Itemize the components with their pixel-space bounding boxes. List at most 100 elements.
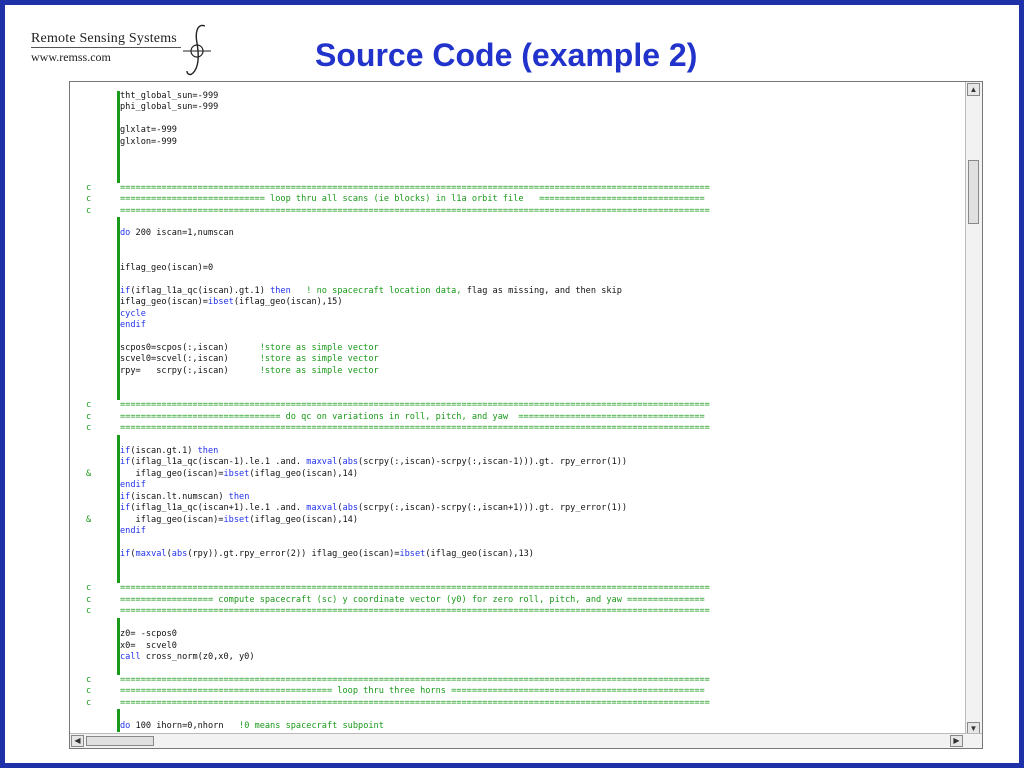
code-line: cycle: [70, 309, 146, 320]
line-text: iflag_geo(iscan)=ibset(iflag_geo(iscan),…: [120, 468, 359, 480]
code-keyword: if: [120, 491, 131, 502]
code-line: c=======================================…: [70, 423, 710, 434]
code-line: [70, 709, 102, 720]
code-comment: ========================================…: [120, 182, 710, 193]
line-marker: c: [86, 182, 92, 193]
code-comment: ========================================…: [120, 583, 710, 594]
slide-title: Source Code (example 2): [315, 37, 698, 73]
code-token: glxlat=-999: [120, 125, 177, 136]
code-keyword: endif: [120, 526, 146, 537]
code-line: if(iflag_l1a_qc(iscan).gt.1) then ! no s…: [70, 286, 622, 297]
line-marker: c: [86, 194, 92, 205]
code-line: c=============================== do qc o…: [70, 412, 705, 423]
code-token: (iflag_l1a_qc(iscan-1).le.1 .and.: [130, 457, 307, 468]
code-line: [70, 572, 102, 583]
code-keyword: ibset: [223, 468, 250, 479]
line-text: rpy= scrpy(:,iscan) !store as simple vec…: [120, 366, 379, 377]
code-line: [70, 618, 102, 629]
code-comment: ========================================…: [120, 423, 710, 434]
code-block-bar: [117, 709, 120, 733]
code-comment: ============================ loop thru a…: [120, 194, 705, 205]
line-text: ========================================…: [120, 698, 710, 709]
code-token: (iflag_geo(iscan),14): [249, 468, 359, 479]
scroll-up-button[interactable]: ▲: [967, 83, 980, 96]
vertical-scrollbar[interactable]: ▲ ▼: [965, 82, 982, 736]
code-keyword: then: [197, 445, 219, 456]
code-block-bar: [117, 617, 120, 675]
line-text: ========================================…: [120, 675, 710, 686]
code-line: if(iflag_l1a_qc(iscan-1).le.1 .and. maxv…: [70, 457, 627, 468]
line-text: ========================================…: [120, 583, 710, 594]
code-comment: !store as simple vector: [259, 365, 379, 376]
code-keyword: abs: [342, 457, 359, 468]
code-line: tht_global_sun=-999: [70, 91, 218, 102]
scroll-left-button[interactable]: ◀: [71, 735, 84, 747]
code-keyword: ibset: [223, 514, 250, 525]
code-keyword: endif: [120, 320, 146, 330]
line-text: x0= scvel0: [120, 641, 177, 652]
code-line: [70, 114, 102, 125]
code-keyword: endif: [120, 480, 146, 491]
line-text: if(iflag_l1a_qc(iscan).gt.1) then ! no s…: [120, 286, 622, 297]
code-token: iflag_geo(iscan)=0: [120, 262, 214, 273]
code-keyword: then: [228, 491, 250, 502]
code-block-bar: [117, 91, 120, 183]
code-comment: ================== compute spacecraft (s…: [120, 594, 705, 605]
logo-rule: [31, 47, 181, 48]
code-line: c=======================================…: [70, 675, 710, 686]
line-text: if(iscan.gt.1) then: [120, 446, 218, 457]
code-line: glxlon=-999: [70, 137, 177, 148]
logo-website: www.remss.com: [31, 50, 111, 64]
code-comment: ========================================…: [120, 697, 710, 708]
code-line: phi_global_sun=-999: [70, 102, 218, 113]
code-line: [70, 377, 102, 388]
code-keyword: maxval: [306, 457, 338, 468]
code-line: & iflag_geo(iscan)=ibset(iflag_geo(iscan…: [70, 469, 358, 480]
scroll-right-button[interactable]: ▶: [950, 735, 963, 747]
code-token: iflag_geo(iscan)=: [120, 297, 208, 308]
code-token: 100 ihorn=0,nhorn: [130, 720, 240, 731]
line-text: glxlon=-999: [120, 137, 177, 148]
code-line: [70, 560, 102, 571]
horizontal-scrollbar[interactable]: ◀ ▶: [70, 733, 982, 748]
code-line: [70, 331, 102, 342]
code-token: (iflag_geo(iscan),13): [425, 549, 534, 559]
code-token: (iflag_l1a_qc(iscan).gt.1): [130, 285, 271, 296]
line-text: do 100 ihorn=0,nhorn !0 means spacecraft…: [120, 721, 384, 732]
line-text: ========================================…: [120, 206, 710, 217]
code-line: [70, 171, 102, 182]
code-line: if(maxval(abs(rpy)).gt.rpy_error(2)) ifl…: [70, 549, 534, 560]
line-text: z0= -scpos0: [120, 629, 177, 640]
line-text: endif: [120, 526, 146, 537]
code-keyword: ibset: [399, 549, 426, 559]
code-line: [70, 538, 102, 549]
code-line: endif: [70, 480, 146, 491]
code-token: flag as missing, and then skip: [466, 285, 622, 296]
code-token: (iflag_geo(iscan),15): [233, 297, 343, 308]
line-text: iflag_geo(iscan)=0: [120, 263, 213, 274]
line-text: ========================================…: [120, 423, 710, 434]
code-comment: !0 means spacecraft subpoint: [239, 720, 384, 731]
code-line: x0= scvel0: [70, 641, 177, 652]
logo-company-name: Remote Sensing Systems: [31, 31, 177, 46]
code-comment: ========================================…: [120, 686, 705, 697]
integral-logo-icon: [183, 24, 211, 76]
code-keyword: then: [270, 285, 291, 296]
code-keyword: if: [120, 285, 131, 296]
line-text: if(iflag_l1a_qc(iscan-1).le.1 .and. maxv…: [120, 457, 627, 468]
line-marker: c: [86, 686, 92, 697]
line-marker: c: [86, 583, 92, 594]
line-marker: c: [86, 606, 92, 617]
code-line: endif: [70, 320, 146, 331]
code-token: scpos0=scpos(:,iscan): [120, 342, 260, 353]
vertical-scroll-thumb[interactable]: [968, 160, 979, 224]
code-line: if(iscan.gt.1) then: [70, 446, 218, 457]
code-token: cross_norm(z0,x0, y0): [140, 652, 255, 663]
horizontal-scroll-thumb[interactable]: [86, 736, 154, 746]
code-keyword: maxval: [306, 503, 338, 514]
code-keyword: call: [120, 652, 141, 663]
line-marker: c: [86, 594, 92, 605]
